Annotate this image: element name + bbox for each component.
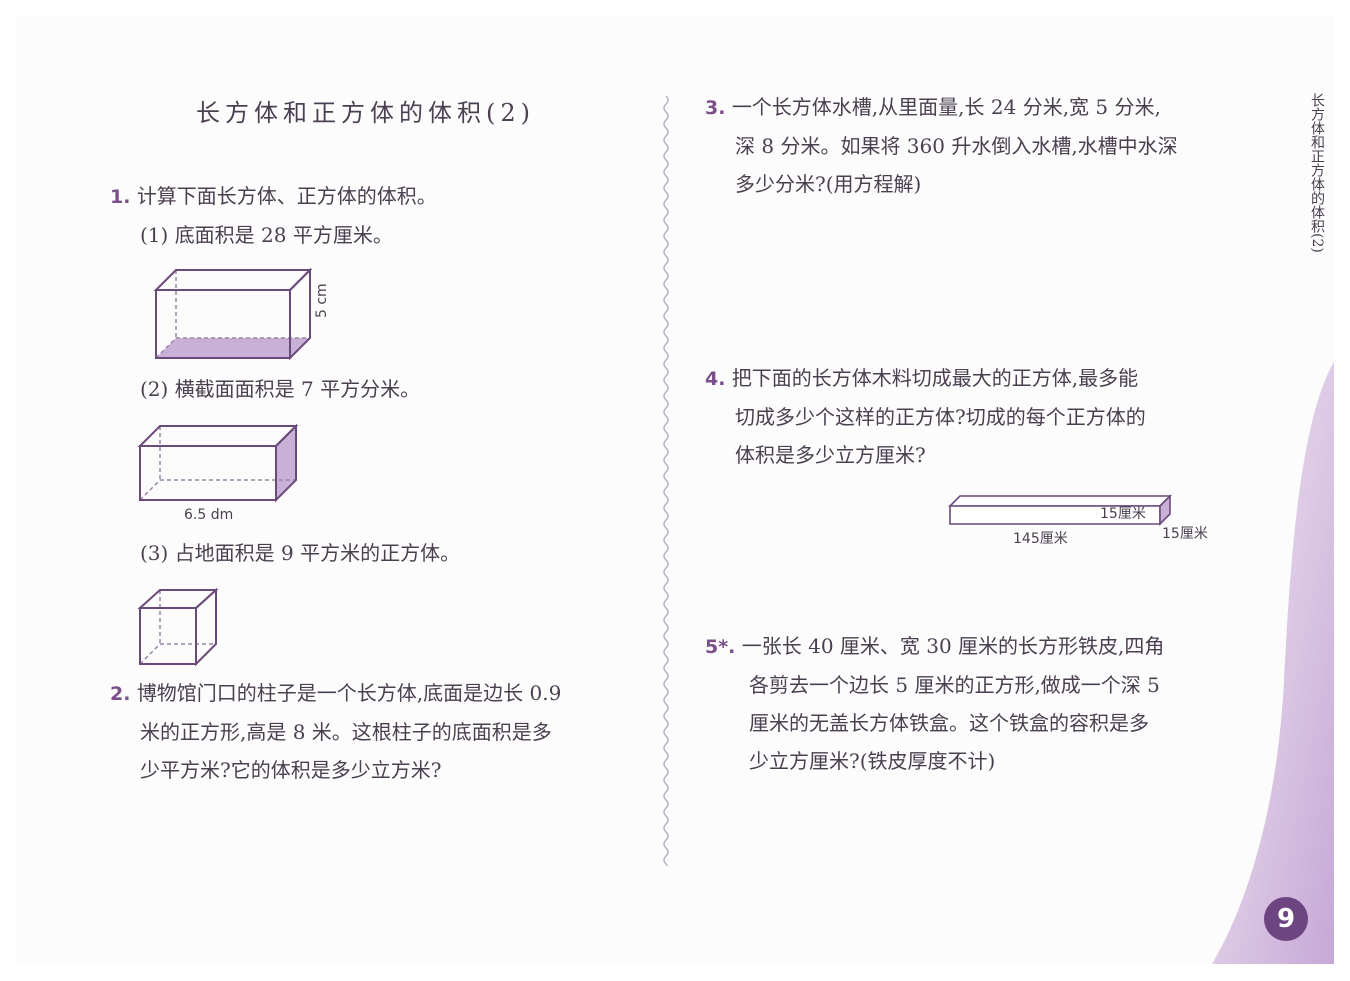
question-2-line-1: 博物馆门口的柱子是一个长方体,底面是边长 0.9 (136, 681, 562, 705)
wood-bar-height-label: 15厘米 (1100, 506, 1146, 522)
cuboid-2-length-label: 6.5 dm (184, 507, 233, 523)
cuboid-figure-1: 5 cm (153, 267, 330, 361)
question-5-number: 5*. (705, 636, 736, 658)
side-chapter-title: 长方体和正方体的体积(2) (1309, 93, 1325, 253)
question-2: 2. 博物馆门口的柱子是一个长方体,底面是边长 0.9 米的正方形,高是 8 米… (110, 674, 561, 789)
question-1-sub3: (3) 占地面积是 9 平方米的正方体。 (140, 541, 461, 565)
question-2-line-3: 少平方米?它的体积是多少立方米? (140, 758, 442, 782)
page-number-badge: 9 (1264, 897, 1308, 941)
question-2-number: 2. (110, 683, 131, 705)
question-3-line-3: 多少分米?(用方程解) (735, 172, 922, 196)
question-1: 1. 计算下面长方体、正方体的体积。 (110, 177, 437, 216)
question-1-text: 计算下面长方体、正方体的体积。 (136, 184, 437, 208)
question-2-line-2: 米的正方形,高是 8 米。这根柱子的底面积是多 (140, 720, 552, 744)
question-4: 4. 把下面的长方体木料切成最大的正方体,最多能 切成多少个这样的正方体?切成的… (705, 359, 1146, 474)
question-3-line-1: 一个长方体水槽,从里面量,长 24 分米,宽 5 分米, (731, 95, 1161, 119)
question-3: 3. 一个长方体水槽,从里面量,长 24 分米,宽 5 分米, 深 8 分米。如… (705, 88, 1178, 203)
question-3-number: 3. (705, 97, 726, 119)
cube-figure-3 (137, 587, 219, 667)
page-title: 长方体和正方体的体积(2) (196, 99, 535, 127)
question-1-sub2: (2) 横截面面积是 7 平方分米。 (140, 377, 421, 401)
question-5-line-1: 一张长 40 厘米、宽 30 厘米的长方形铁皮,四角 (741, 634, 1165, 658)
cuboid-figure-2: 6.5 dm (137, 423, 299, 523)
wood-bar-figure: 15厘米 145厘米 15厘米 (948, 494, 1208, 547)
question-4-line-2: 切成多少个这样的正方体?切成的每个正方体的 (735, 405, 1146, 429)
question-5: 5*. 一张长 40 厘米、宽 30 厘米的长方形铁皮,四角 各剪去一个边长 5… (705, 627, 1164, 780)
question-4-number: 4. (705, 368, 726, 390)
question-1-sub1: (1) 底面积是 28 平方厘米。 (140, 223, 393, 247)
worksheet-page (16, 16, 1334, 964)
wood-bar-length-label: 145厘米 (1013, 531, 1068, 547)
wood-bar-width-label: 15厘米 (1162, 526, 1208, 542)
question-1-number: 1. (110, 186, 131, 208)
question-4-line-1: 把下面的长方体木料切成最大的正方体,最多能 (731, 366, 1139, 390)
page-divider (663, 96, 669, 866)
question-5-line-3: 厘米的无盖长方体铁盒。这个铁盒的容积是多 (749, 711, 1149, 735)
cuboid-1-height-label: 5 cm (314, 283, 330, 318)
question-5-line-2: 各剪去一个边长 5 厘米的正方形,做成一个深 5 (749, 673, 1160, 697)
question-5-line-4: 少立方厘米?(铁皮厚度不计) (749, 749, 996, 773)
question-4-line-3: 体积是多少立方厘米? (735, 443, 926, 467)
question-3-line-2: 深 8 分米。如果将 360 升水倒入水槽,水槽中水深 (735, 134, 1178, 158)
